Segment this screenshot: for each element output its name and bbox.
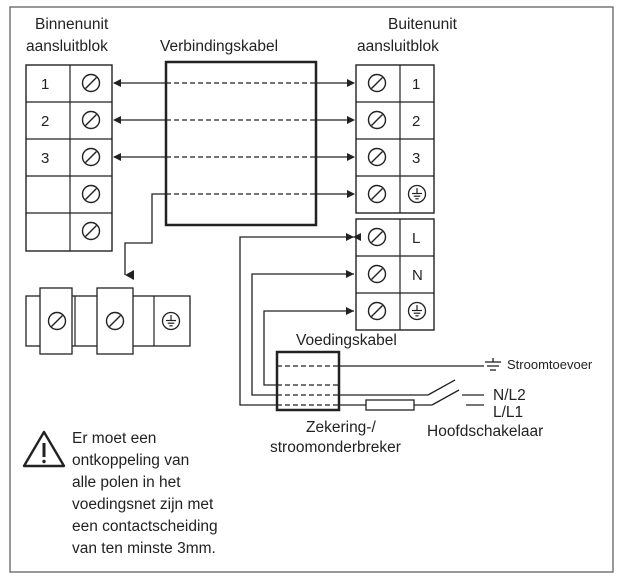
indoor-terminal-block: 1 2 3 [25, 64, 113, 252]
warning-text: Er moet een ontkoppeling van alle polen … [72, 430, 218, 557]
outer-frame [9, 6, 614, 573]
fuse-icon [365, 399, 415, 411]
warning-icon [22, 430, 66, 468]
power-terminal-l: L [412, 230, 420, 247]
ground-icon [485, 358, 501, 371]
svg-text:voedingsnet zijn met: voedingsnet zijn met [72, 496, 214, 513]
svg-text:een contactscheiding: een contactscheiding [72, 518, 218, 535]
screw-icon [81, 221, 101, 241]
outdoor-block-label-1: Buitenunit [388, 16, 458, 33]
connection-wires [113, 79, 355, 280]
outdoor-terminal-2: 2 [412, 113, 420, 130]
power-terminal-block: L N [355, 218, 435, 331]
screw-icon [81, 184, 101, 204]
n-l2-label: N/L2 [493, 387, 526, 404]
l-l1-label: L/L1 [493, 404, 523, 421]
svg-text:van ten minste 3mm.: van ten minste 3mm. [72, 540, 216, 557]
power-terminal-n: N [412, 267, 423, 284]
screw-icon [81, 73, 101, 93]
outdoor-block-label-2: aansluitblok [357, 38, 439, 55]
indoor-earth-terminal-block [25, 287, 191, 355]
fuse-label-1: Zekering-/ [306, 419, 376, 436]
screw-icon [367, 301, 387, 321]
indoor-terminal-2: 2 [41, 113, 49, 130]
screw-icon [367, 110, 387, 130]
power-cable-box [275, 350, 341, 412]
svg-text:ontkoppeling van: ontkoppeling van [72, 452, 189, 469]
power-supply-label: Stroomtoevoer [507, 357, 593, 372]
ground-icon [407, 301, 427, 321]
indoor-terminal-1: 1 [41, 76, 49, 93]
power-cable-label: Voedingskabel [296, 332, 397, 349]
ground-icon [161, 311, 181, 331]
main-switch-label: Hoofdschakelaar [427, 423, 543, 440]
screw-icon [367, 73, 387, 93]
indoor-block-label-2: aansluitblok [26, 38, 108, 55]
screw-icon [81, 110, 101, 130]
outdoor-terminal-block: 1 2 3 [355, 64, 435, 214]
screw-icon [367, 147, 387, 167]
svg-text:alle polen in het: alle polen in het [72, 474, 181, 491]
svg-text:Er moet een: Er moet een [72, 430, 156, 447]
outdoor-terminal-3: 3 [412, 150, 420, 167]
power-arrows [346, 233, 354, 315]
outdoor-terminal-1: 1 [412, 76, 420, 93]
fuse-label-2: stroomonderbreker [270, 439, 401, 456]
indoor-block-label-1: Binnenunit [35, 16, 109, 33]
screw-icon [81, 147, 101, 167]
power-wires [239, 233, 484, 406]
screw-icon [47, 311, 67, 331]
ground-icon [407, 184, 427, 204]
indoor-terminal-3: 3 [41, 150, 49, 167]
connection-cable-label: Verbindingskabel [160, 38, 278, 55]
screw-icon [367, 227, 387, 247]
screw-icon [367, 184, 387, 204]
connection-cable-box [164, 60, 318, 227]
screw-icon [367, 264, 387, 284]
screw-icon [105, 311, 125, 331]
